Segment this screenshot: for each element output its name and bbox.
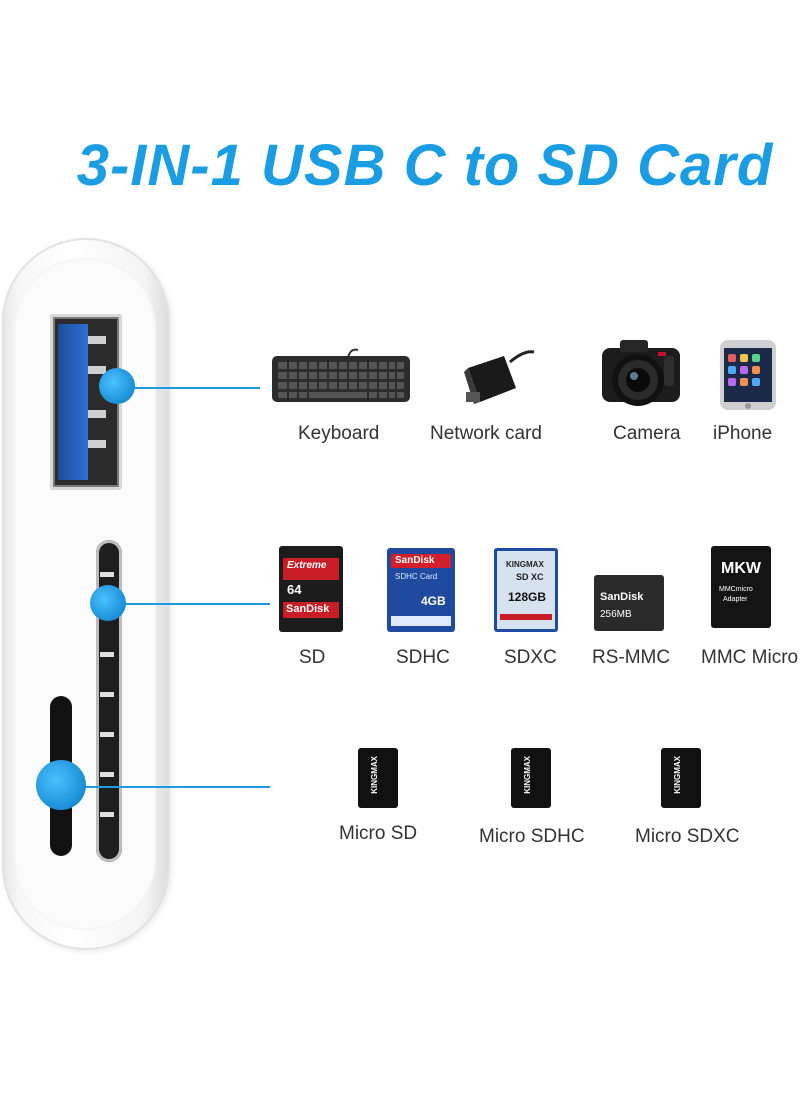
card-label-sd: SD (299, 647, 326, 668)
card-label-mmc-micro: MMC Micro (701, 647, 799, 668)
micro-sdhc-card-icon: KINGMAX (511, 748, 551, 808)
device-label-camera: Camera (613, 423, 681, 444)
card-label-rs-mmc: RS-MMC (592, 647, 671, 668)
micro-slot-marker (36, 760, 86, 810)
card-label-micro-sd: Micro SD (339, 823, 418, 844)
card-label-micro-sdhc: Micro SDHC (479, 826, 585, 847)
network-card-icon (464, 350, 535, 404)
keyboard-icon (272, 348, 410, 402)
product-title: 3-IN-1 USB C to SD Card (76, 133, 774, 198)
sd-card-icon: Extreme 64 SanDisk (279, 546, 343, 632)
sd-connector-line (112, 603, 270, 605)
sdhc-card-icon: SanDisk SDHC Card 4GB (387, 548, 455, 632)
sd-slot-marker (90, 585, 126, 621)
usb-pin (88, 366, 106, 374)
usb-pin (88, 410, 106, 418)
card-label-sdxc: SDXC (504, 647, 557, 668)
device-label-iphone: iPhone (713, 423, 773, 444)
usb-pin (88, 336, 106, 344)
sd-slot-contact (100, 572, 114, 577)
card-label-micro-sdxc: Micro SDXC (635, 826, 740, 847)
iphone-icon (720, 340, 776, 410)
card-label-sdhc: SDHC (396, 647, 450, 668)
camera-icon (602, 340, 680, 406)
usb-port-marker (99, 368, 135, 404)
usb-port-tongue (58, 324, 88, 480)
mmc-micro-card-icon: MKW MMCmicro Adapter (711, 546, 771, 628)
micro-connector-line (70, 786, 270, 788)
usb-connector-line (112, 387, 260, 389)
device-label-network-card: Network card (430, 423, 542, 444)
micro-sdxc-card-icon: KINGMAX (661, 748, 701, 808)
sd-slot-contact (100, 652, 114, 657)
device-label-keyboard: Keyboard (298, 423, 380, 444)
sd-slot-contact (100, 692, 114, 697)
sd-slot-contact (100, 812, 114, 817)
sd-slot-contact (100, 772, 114, 777)
micro-sd-card-icon: KINGMAX (358, 748, 398, 808)
sdxc-card-icon: KINGMAX SD XC 128GB (494, 548, 558, 632)
rs-mmc-card-icon: SanDisk 256MB (594, 575, 664, 631)
sd-slot-contact (100, 732, 114, 737)
usb-pin (88, 440, 106, 448)
